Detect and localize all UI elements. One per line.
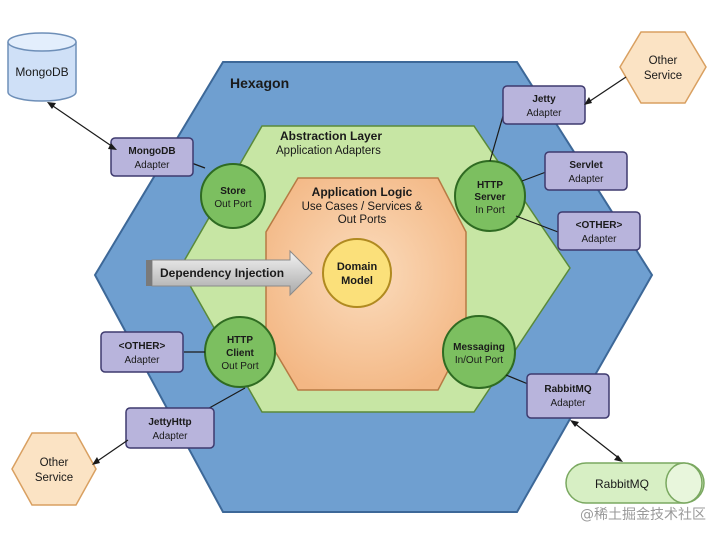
application-logic-title: Application Logic <box>312 185 413 199</box>
adapter-other-left: <OTHER> Adapter <box>100 331 184 373</box>
adapter-servlet: Servlet Adapter <box>544 151 628 191</box>
adapter-jettyhttp: JettyHttp Adapter <box>125 407 215 449</box>
adapter-jettyhttp-line2: Adapter <box>152 431 188 442</box>
port-store-line2: Out Port <box>214 199 251 210</box>
arrowhead-rabbitmq-adapter <box>570 420 579 427</box>
arrowhead-other-service-bottom <box>92 457 100 465</box>
adapter-other-right: <OTHER> Adapter <box>557 211 641 251</box>
connector-other-server <box>515 215 559 233</box>
hexagon-title: Hexagon <box>230 75 289 91</box>
application-logic-subtitle-1: Use Cases / Services & <box>302 201 423 213</box>
rabbitmq-queue: RabbitMQ <box>565 462 705 504</box>
adapter-jetty: Jetty Adapter <box>502 85 586 125</box>
domain-model-line2: Model <box>341 275 373 287</box>
port-store: Store Out Port <box>200 163 266 229</box>
adapter-jetty-line1: Jetty <box>532 94 556 105</box>
adapter-mongodb: MongoDB Adapter <box>110 137 194 177</box>
arrowhead-rabbitmq-queue <box>614 455 623 462</box>
arrow-rabbitmq-adapter-queue <box>572 421 621 460</box>
port-http-server-line3: In Port <box>475 205 505 216</box>
adapter-jettyhttp-line1: JettyHttp <box>148 417 191 428</box>
port-store-line1: Store <box>220 186 246 197</box>
arrow-jettyhttp-other-service <box>95 439 129 463</box>
connector-rabbitmq-messaging <box>505 374 529 385</box>
port-http-client-line3: Out Port <box>221 361 258 372</box>
other-service-top: Other Service <box>619 31 707 104</box>
domain-model-line1: Domain <box>337 261 378 273</box>
mongodb-database: MongoDB <box>7 32 77 102</box>
adapter-servlet-line2: Adapter <box>568 174 604 185</box>
port-http-server-line1: HTTP <box>477 180 503 191</box>
other-service-bottom-line2: Service <box>35 472 73 484</box>
port-http-server: HTTP Server In Port <box>454 160 526 232</box>
adapter-rabbitmq-line1: RabbitMQ <box>544 384 591 395</box>
application-logic-subtitle-2: Out Ports <box>338 214 387 226</box>
adapter-other-left-line2: Adapter <box>124 355 160 366</box>
domain-model-circle <box>322 238 392 308</box>
port-messaging: Messaging In/Out Port <box>442 315 516 389</box>
other-service-bottom: Other Service <box>11 432 97 506</box>
adapter-rabbitmq: RabbitMQ Adapter <box>526 373 610 419</box>
watermark-text: @稀土掘金技术社区 <box>580 507 706 523</box>
port-messaging-line1: Messaging <box>453 342 505 353</box>
adapter-other-left-line1: <OTHER> <box>119 341 166 352</box>
adapter-mongodb-line2: Adapter <box>134 160 170 171</box>
port-messaging-line2: In/Out Port <box>455 355 504 366</box>
other-service-top-line1: Other <box>649 55 678 67</box>
abstraction-layer-subtitle: Application Adapters <box>276 145 381 157</box>
rabbitmq-queue-label: RabbitMQ <box>595 477 649 491</box>
adapter-servlet-line1: Servlet <box>569 160 603 171</box>
arrowhead-jetty <box>584 97 592 105</box>
mongodb-database-label: MongoDB <box>15 65 68 79</box>
adapter-other-right-line1: <OTHER> <box>576 220 623 231</box>
connector-jetty-server <box>489 115 504 162</box>
other-service-top-line2: Service <box>644 70 682 82</box>
arrowhead-mongodb-adapter <box>108 143 117 150</box>
connector-servlet-server <box>521 171 547 182</box>
arrow-other-service-jetty <box>586 76 627 104</box>
other-service-bottom-line1: Other <box>40 457 69 469</box>
dependency-injection-arrow <box>151 249 313 297</box>
port-http-server-line2: Server <box>474 192 505 203</box>
adapter-rabbitmq-line2: Adapter <box>550 398 586 409</box>
dependency-injection-label: Dependency Injection <box>160 266 284 280</box>
port-http-client-line2: Client <box>226 348 254 359</box>
dependency-injection-arrow-tail <box>146 260 152 286</box>
abstraction-layer-title: Abstraction Layer <box>280 129 382 143</box>
adapter-mongodb-line1: MongoDB <box>128 146 175 157</box>
arrow-mongodb-db-adapter <box>49 103 114 148</box>
port-http-client-line1: HTTP <box>227 335 253 346</box>
adapter-jetty-line2: Adapter <box>526 108 562 119</box>
arrowhead-mongodb-db <box>47 102 56 109</box>
adapter-other-right-line2: Adapter <box>581 234 617 245</box>
port-http-client: HTTP Client Out Port <box>204 316 276 388</box>
